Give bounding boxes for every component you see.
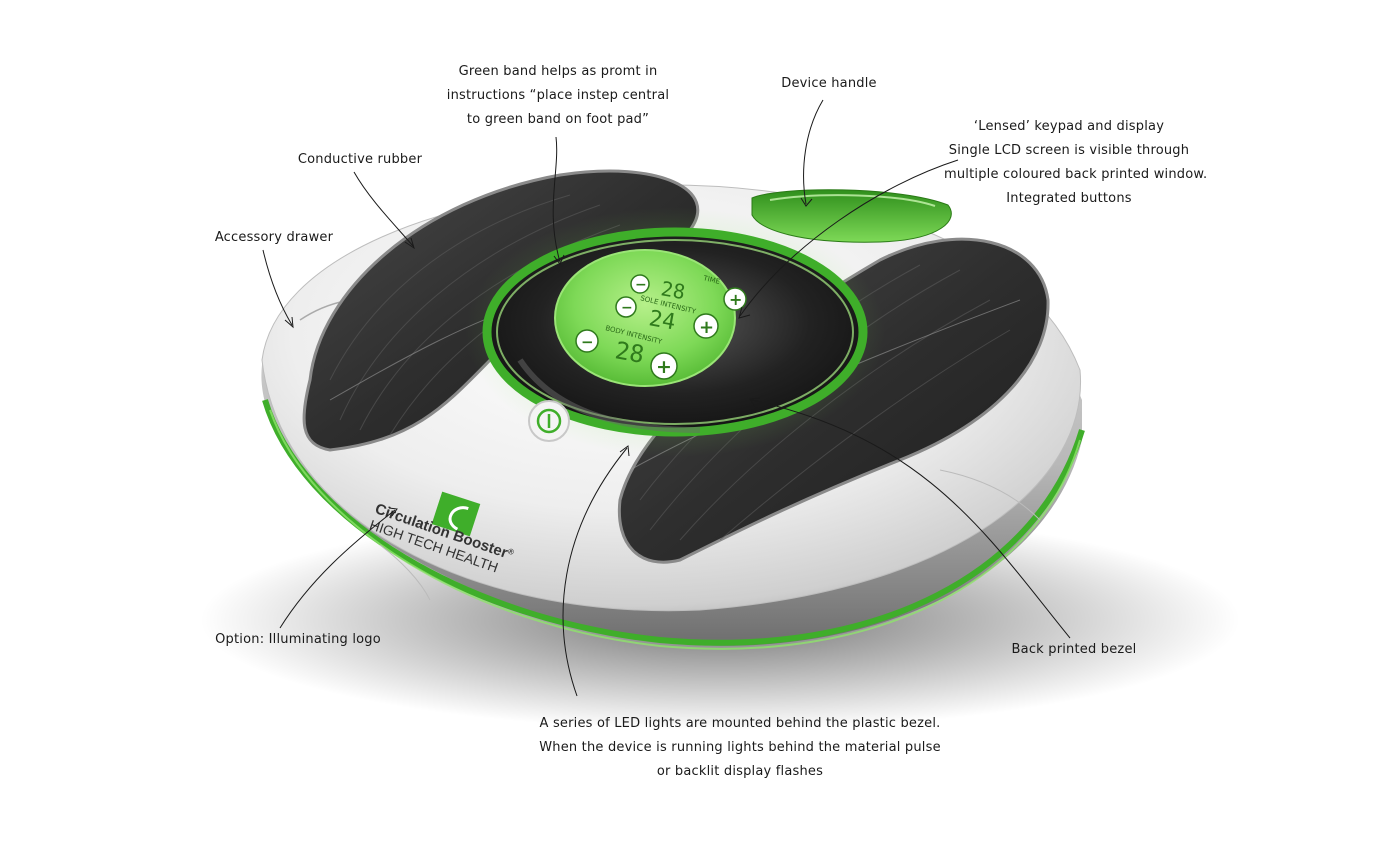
- logo-mark: [431, 491, 481, 537]
- annotation-line: Accessory drawer: [214, 230, 334, 245]
- leader-green-band: [552, 136, 561, 263]
- sole-minus-button[interactable]: [615, 296, 637, 318]
- body-seam: [379, 544, 431, 601]
- leader-lines: [262, 99, 1071, 697]
- leader-back-printed-bezel: [751, 399, 1071, 639]
- annotation-line: When the device is running lights behind…: [539, 740, 941, 755]
- body-plus-button[interactable]: [650, 352, 678, 380]
- lcd-display-window: [554, 249, 736, 387]
- led-band-glow: [269, 409, 1081, 650]
- time-minus-button[interactable]: [630, 274, 650, 294]
- annotation-line: Integrated buttons: [1006, 191, 1132, 206]
- power-icon: [536, 408, 562, 434]
- annotation-line: Back printed bezel: [1011, 642, 1137, 657]
- leader-device-handle: [803, 99, 824, 205]
- annotation-line: multiple coloured back printed window.: [944, 167, 1208, 182]
- logo-mark-swirl: [448, 506, 469, 531]
- leader-lensed-keypad: [739, 159, 959, 317]
- sole-intensity-value: 24: [647, 306, 677, 335]
- leader-accessory-drawer: [262, 249, 293, 326]
- annotation-line: or backlit display flashes: [656, 764, 824, 779]
- body-seam-right: [939, 469, 1041, 521]
- sole-plus-button[interactable]: [693, 313, 719, 339]
- annotation-conductive-rubber: Conductive rubber: [290, 148, 430, 172]
- annotation-led-lights: A series of LED lights are mounted behin…: [530, 712, 950, 784]
- annotation-line: to green band on foot pad”: [466, 112, 650, 127]
- bezel-inner-ring: [496, 239, 854, 425]
- annotation-line: Green band helps as promt in: [458, 64, 658, 79]
- leader-illuminating-logo: [279, 509, 396, 629]
- body-intensity-value: 28: [613, 336, 646, 369]
- handle-highlight: [769, 194, 936, 207]
- annotation-line: instructions “place instep central: [446, 88, 670, 103]
- leader-led-lights: [562, 447, 628, 697]
- annotation-line: A series of LED lights are mounted behin…: [539, 716, 941, 731]
- sole-minus-symbol: −: [621, 300, 633, 316]
- annotation-line: Conductive rubber: [297, 152, 423, 167]
- annotation-line: Option: Illuminating logo: [215, 632, 381, 647]
- leader-arrowheads: [284, 197, 813, 517]
- leader-conductive-rubber: [353, 171, 414, 247]
- bezel-reflection: [517, 358, 701, 433]
- annotation-illuminating-logo: Option: Illuminating logo: [210, 628, 386, 652]
- body-plus-symbol: +: [656, 356, 672, 378]
- annotation-back-printed-bezel: Back printed bezel: [1010, 638, 1138, 662]
- time-minus-symbol: −: [635, 277, 647, 293]
- annotation-line: Single LCD screen is visible through: [948, 143, 1190, 158]
- body-minus-symbol: −: [581, 333, 594, 351]
- time-value: 28: [659, 276, 687, 304]
- annotation-line: Device handle: [781, 76, 877, 91]
- annotation-lensed-keypad: ‘Lensed’ keypad and display Single LCD s…: [944, 115, 1208, 211]
- time-plus-button[interactable]: [723, 287, 747, 311]
- time-plus-symbol: +: [729, 290, 742, 309]
- annotation-device-handle: Device handle: [770, 72, 888, 96]
- annotation-green-band: Green band helps as promt in instruction…: [445, 60, 671, 132]
- annotation-accessory-drawer: Accessory drawer: [208, 226, 340, 250]
- annotation-line: ‘Lensed’ keypad and display: [973, 119, 1165, 134]
- body-minus-button[interactable]: [575, 329, 599, 353]
- sole-plus-symbol: +: [699, 317, 714, 338]
